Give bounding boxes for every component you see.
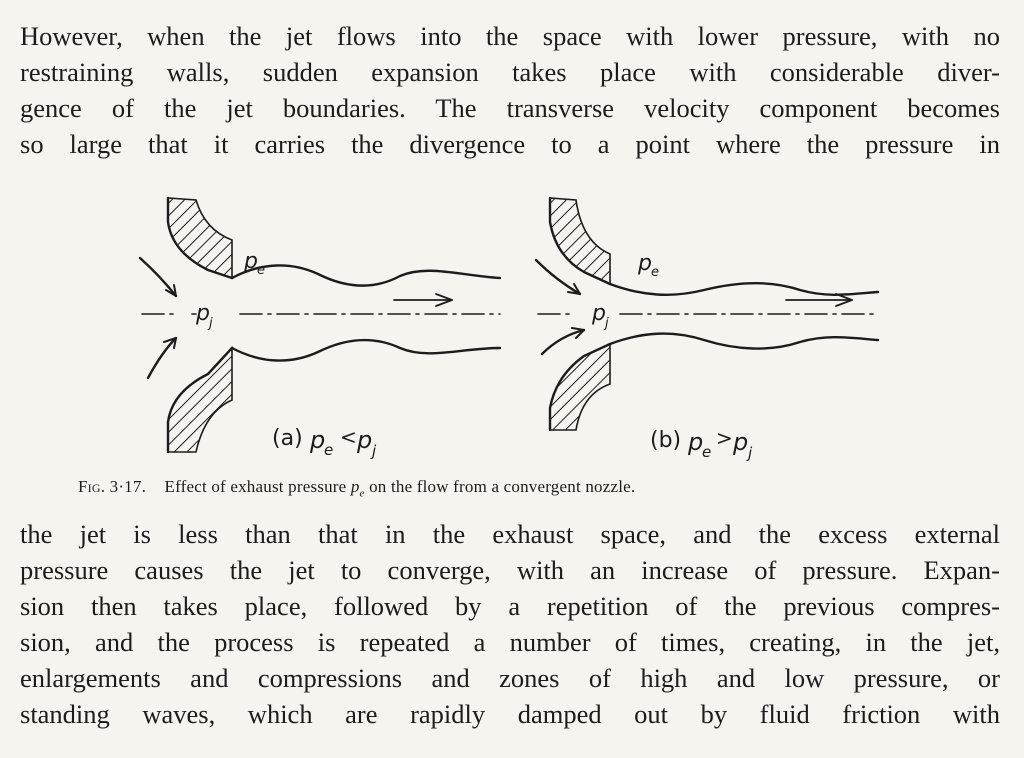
- text-line: However, when the jet flows into the spa…: [20, 21, 1000, 51]
- caption-symbol: p: [350, 477, 360, 496]
- panel-a-condition-left: p: [309, 426, 325, 454]
- panel-a-condition-left-sub: e: [324, 441, 333, 459]
- panel-b-condition-right: p: [732, 428, 748, 456]
- inflow-arrow-upper: [138, 256, 178, 298]
- panel-b-jet-sub: j: [603, 316, 609, 331]
- text-line: sion, and the process is repeated a numb…: [20, 627, 1000, 657]
- caption-text-after: on the flow from a convergent nozzle.: [369, 477, 636, 496]
- lower-nozzle-contour: [548, 342, 612, 432]
- inflow-arrow-upper: [534, 258, 582, 296]
- panel-a-caption-prefix: (a): [272, 426, 303, 451]
- panel-a-condition-right-sub: j: [370, 442, 377, 460]
- panel-a-jet-label: p: [195, 301, 210, 326]
- inflow-arrow-lower: [540, 328, 586, 356]
- panel-b-condition-left: p: [687, 428, 703, 456]
- text-line: sion then takes place, followed by a rep…: [20, 591, 1000, 621]
- upper-jet-boundary: [608, 282, 880, 296]
- text-line: gence of the jet boundaries. The transve…: [20, 93, 1000, 123]
- lower-jet-boundary: [608, 332, 880, 350]
- text-line: the jet is less than that in the exhaust…: [20, 519, 1000, 549]
- paragraph-top: However, when the jet flows into the spa…: [20, 18, 1000, 162]
- upper-nozzle-contour: [548, 196, 612, 286]
- panel-b-condition-left-sub: e: [702, 443, 711, 461]
- figure-caption: Fig. 3·17. Effect of exhaust pressure pe…: [78, 477, 635, 499]
- lower-nozzle-wall: [549, 342, 611, 431]
- inflow-arrow-lower: [146, 336, 178, 380]
- panel-b-condition-right-sub: j: [746, 444, 753, 462]
- upper-nozzle-contour: [166, 196, 234, 280]
- text-line: enlargements and compressions and zones …: [20, 663, 1000, 693]
- lower-nozzle-contour: [166, 346, 234, 454]
- panel-b-exhaust-sub: e: [651, 265, 659, 280]
- text-line: pressure causes the jet to converge, wit…: [20, 555, 1000, 585]
- paragraph-bottom: the jet is less than that in the exhaust…: [20, 516, 1000, 732]
- text-line: so large that it carries the divergence …: [20, 129, 1000, 159]
- panel-a-condition-op: <: [340, 425, 357, 449]
- panel-b-condition-op: >: [716, 426, 733, 450]
- panel-a-condition-right: p: [356, 426, 372, 454]
- caption-symbol-sub: e: [359, 487, 365, 500]
- panel-b-caption-prefix: (b): [650, 428, 681, 453]
- nozzle-flow-figure: p e p j (a) p e < p j: [138, 196, 880, 462]
- text-line: restraining walls, sudden expansion take…: [20, 57, 1000, 87]
- panel-a-jet-sub: j: [207, 316, 213, 331]
- panel-b-jet-label: p: [591, 301, 606, 326]
- lower-jet-boundary: [230, 338, 502, 362]
- upper-jet-boundary: [230, 264, 502, 287]
- panel-a-diagram: [138, 196, 502, 454]
- panel-b-diagram: [534, 196, 880, 432]
- panel-a-exhaust-sub: e: [257, 263, 265, 278]
- upper-nozzle-wall: [549, 197, 611, 286]
- panel-a-exhaust-label: p: [243, 249, 258, 274]
- text-line: standing waves, which are rapidly damped…: [20, 699, 1000, 729]
- caption-text-before: Effect of exhaust pressure: [164, 477, 347, 496]
- panel-b-exhaust-label: p: [637, 251, 652, 276]
- figure-number: Fig. 3·17.: [78, 477, 147, 496]
